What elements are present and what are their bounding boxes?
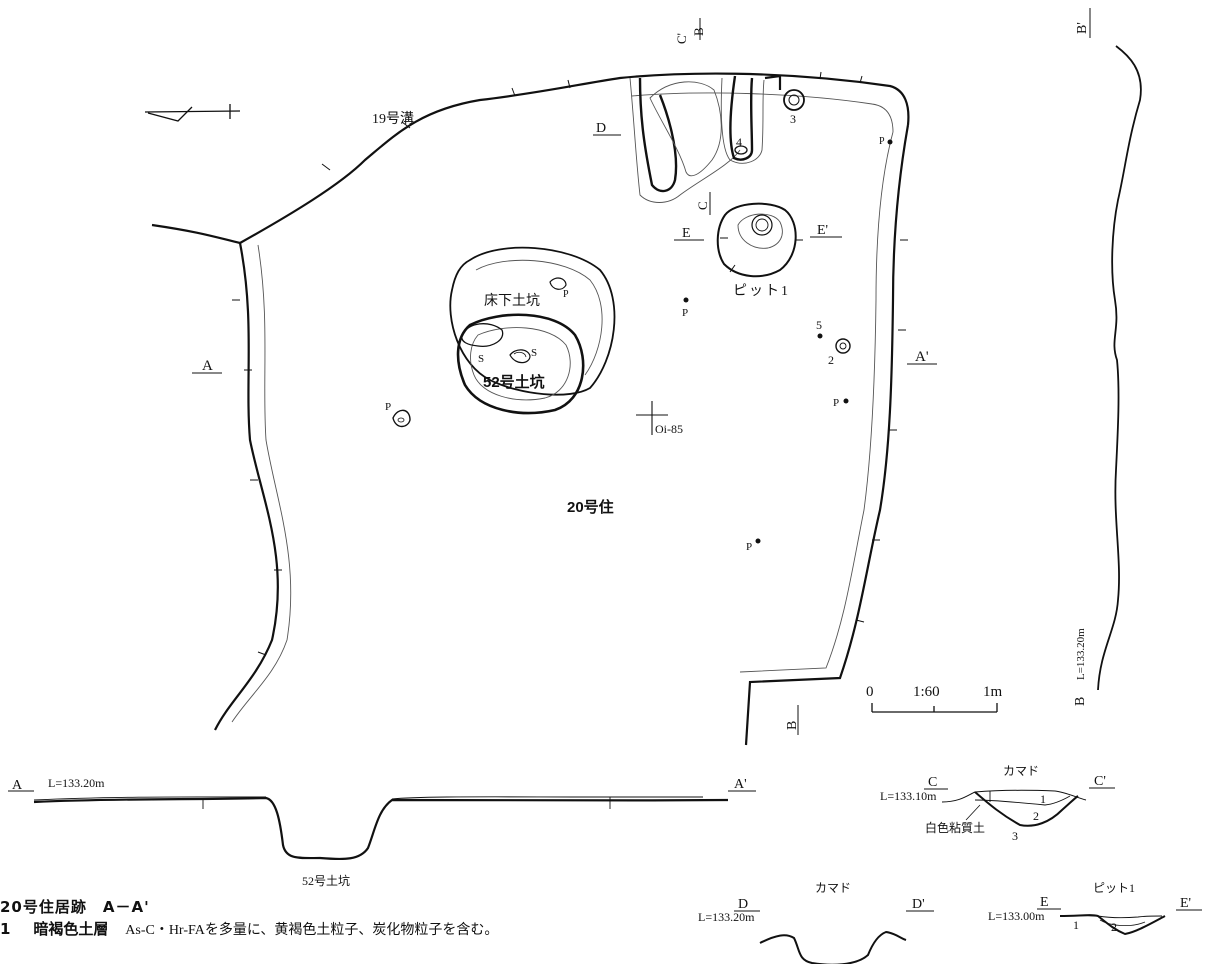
- legend-layer-number: 1: [0, 920, 11, 938]
- section-mark-e-prime: E': [1180, 896, 1191, 911]
- section-e-level: L=133.00m: [988, 909, 1045, 923]
- section-mark-e: E: [1040, 895, 1049, 910]
- section-mark-a-prime: A': [915, 349, 929, 365]
- section-mark-b: B: [1073, 697, 1088, 706]
- pit-label: P: [833, 397, 839, 409]
- section-mark-e-prime: E': [817, 223, 828, 238]
- section-e-layer-2: 2: [1111, 920, 1117, 934]
- legend-layer-name: 暗褐色土層: [33, 920, 109, 938]
- ditch-19-label: 19号溝: [372, 111, 414, 127]
- section-d-title: カマド: [815, 881, 851, 895]
- scale-bar: [871, 703, 998, 713]
- feature-number-2: 2: [828, 353, 834, 367]
- section-c-profile: [924, 787, 1115, 827]
- section-c-level: L=133.10m: [880, 789, 937, 803]
- wall-hachures: [232, 71, 908, 656]
- pit-1-outline: [716, 202, 803, 278]
- section-mark-b: B: [691, 27, 706, 36]
- ditch-19-outline: [151, 72, 910, 746]
- section-mark-c: C: [695, 201, 710, 210]
- pit-1-label: ピット1: [733, 283, 790, 299]
- section-mark-c: C: [928, 775, 937, 790]
- section-c-note: 白色粘質土: [925, 820, 985, 835]
- section-mark-b: B: [785, 721, 800, 730]
- section-mark-a-prime: A': [734, 777, 747, 792]
- section-mark-d-prime: D': [912, 897, 925, 912]
- scale-zero: 0: [866, 684, 874, 700]
- legend-layer-row: 1 暗褐色土層 As-C・Hr-FAを多量に、黄褐色土粒子、炭化物粒子を含む。: [0, 918, 498, 942]
- pit-label: P: [879, 136, 885, 147]
- pit-52-outline: [456, 313, 585, 415]
- legend-layer-description: As-C・Hr-FAを多量に、黄褐色土粒子、炭化物粒子を含む。: [125, 923, 499, 938]
- pit-label: P: [563, 289, 569, 300]
- section-a-level: L=133.20m: [48, 776, 105, 790]
- pit-52-label: 52号土坑: [483, 373, 545, 391]
- floor-features: [392, 277, 851, 428]
- section-b-profile: [1097, 45, 1142, 691]
- section-c-layer-1: 1: [1040, 792, 1046, 806]
- section-mark-a: A: [202, 358, 213, 374]
- feature-number-3: 3: [790, 112, 796, 126]
- pit-label: P: [682, 307, 688, 319]
- feature-number-5: 5: [816, 318, 822, 332]
- section-mark-d: D: [596, 121, 606, 136]
- section-a-pit-label: 52号土坑: [302, 873, 350, 888]
- pit-3-outline: [783, 89, 805, 111]
- section-d-level: L=133.20m: [698, 910, 755, 924]
- section-c-layer-2: 2: [1033, 809, 1039, 823]
- scale-ratio: 1:60: [913, 684, 940, 700]
- stone-label: S: [478, 353, 484, 365]
- pit-label: P: [385, 401, 391, 413]
- section-mark-b-prime: B': [1075, 22, 1090, 34]
- underfloor-pit-outline: [449, 246, 616, 396]
- post-holes: [683, 139, 893, 544]
- legend-title: 20号住居跡 A－A': [0, 898, 150, 916]
- stone-label: S: [531, 347, 537, 359]
- dwelling-20-label: 20号住: [567, 498, 614, 516]
- scale-length: 1m: [983, 684, 1003, 700]
- section-a-profile: [8, 790, 756, 861]
- section-markers: [192, 8, 1091, 735]
- kamado-plan: [629, 74, 782, 203]
- section-mark-c-prime: C': [1094, 774, 1106, 789]
- section-e-profile: [1037, 908, 1202, 936]
- section-b-level: L=133.20m: [1075, 628, 1087, 680]
- section-c-title: カマド: [1003, 764, 1039, 778]
- section-mark-e: E: [682, 226, 691, 241]
- grid-point-label: Oi-85: [655, 422, 683, 436]
- feature-number-4: 4: [736, 135, 742, 149]
- underfloor-pit-label: 床下土坑: [484, 293, 540, 309]
- section-c-layer-3: 3: [1012, 829, 1018, 843]
- section-d-profile: [734, 910, 934, 964]
- section-e-layer-1: 1: [1073, 918, 1079, 932]
- section-mark-d: D: [738, 897, 748, 912]
- layer-legend: 20号住居跡 A－A' 1 暗褐色土層 As-C・Hr-FAを多量に、黄褐色土粒…: [0, 896, 498, 942]
- north-arrow: [144, 104, 241, 122]
- pit-label: P: [746, 541, 752, 553]
- grid-point-cross: [636, 401, 668, 435]
- section-e-title: ピット1: [1093, 881, 1135, 895]
- section-mark-c-prime: C': [674, 33, 689, 44]
- section-mark-a: A: [12, 778, 23, 793]
